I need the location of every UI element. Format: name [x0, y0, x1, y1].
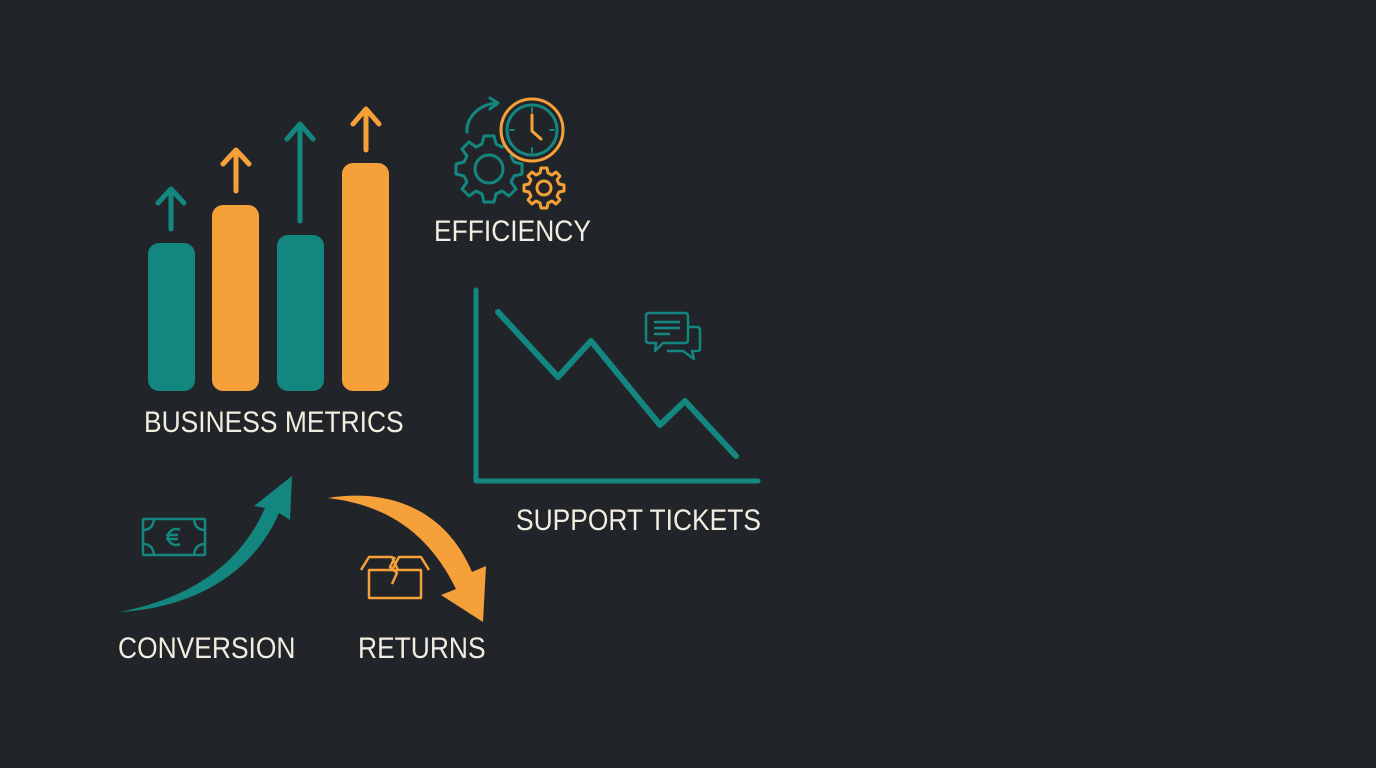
bar-4 — [342, 163, 389, 391]
efficiency-label: EFFICIENCY — [434, 215, 591, 248]
chat-bubbles-icon — [644, 311, 702, 361]
conversion-label: CONVERSION — [118, 632, 296, 665]
business-metrics-chart — [148, 106, 389, 391]
support-tickets-label: SUPPORT TICKETS — [516, 504, 762, 537]
clock-icon — [499, 97, 565, 163]
small-gear-icon — [522, 166, 566, 210]
bar-2 — [212, 205, 259, 391]
tickets-trend-line — [495, 309, 739, 459]
arrow-up-icon — [284, 121, 316, 224]
arrow-up-icon — [155, 186, 187, 232]
business-metrics-label: BUSINESS METRICS — [144, 406, 404, 439]
bar-1 — [148, 243, 195, 391]
broken-box-icon — [359, 555, 431, 600]
returns-down-arrow — [328, 495, 486, 622]
euro-banknote-icon — [141, 517, 207, 557]
bar-3 — [277, 235, 324, 391]
arrow-up-icon — [350, 106, 382, 153]
arrow-up-icon — [220, 147, 252, 194]
returns-label: RETURNS — [358, 632, 486, 665]
support-tickets-chart — [473, 287, 761, 484]
cycle-arrow-icon — [465, 96, 500, 134]
efficiency-icon-group — [454, 96, 566, 210]
chart-axes — [473, 287, 761, 484]
conversion-up-arrow — [120, 476, 292, 612]
